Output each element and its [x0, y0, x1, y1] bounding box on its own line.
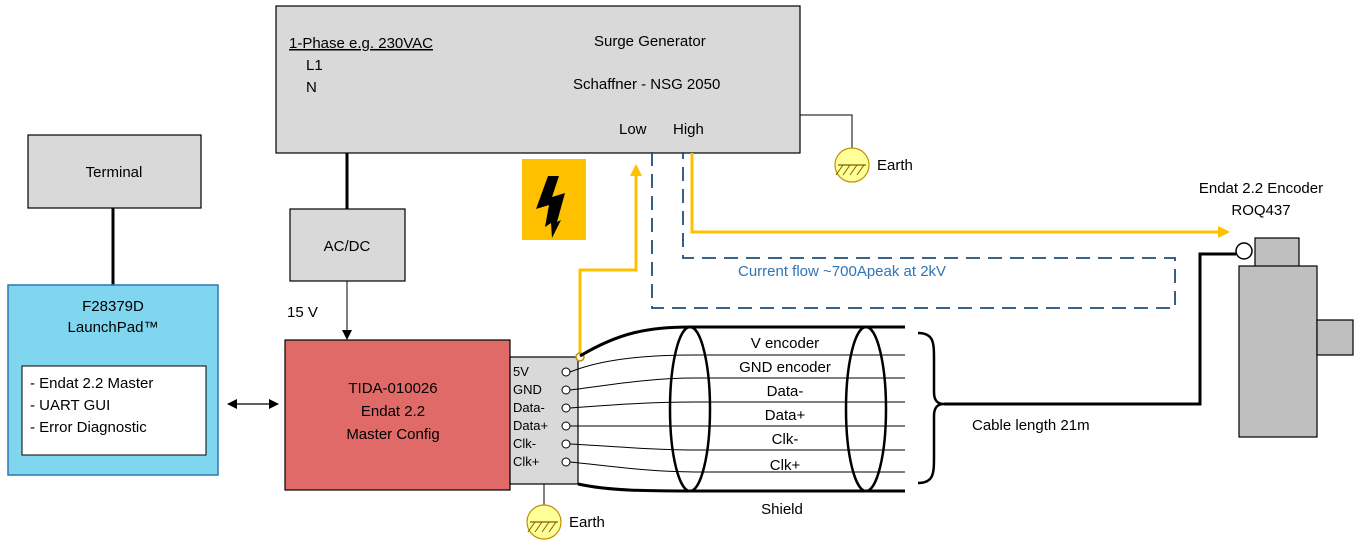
tida-line-2: Endat 2.2	[361, 403, 425, 420]
cable-length-label: Cable length 21m	[972, 417, 1090, 434]
encoder-title-1: Endat 2.2 Encoder	[1199, 180, 1323, 197]
encoder-cable	[944, 252, 1236, 406]
connector-pin	[561, 367, 571, 377]
high-terminal-label: High	[673, 121, 704, 138]
supply-label: 1-Phase e.g. 230VAC	[289, 35, 433, 52]
launchpad-title-1: F28379D	[82, 298, 144, 315]
encoder-shield-terminal	[1235, 242, 1253, 260]
cable-brace	[917, 331, 945, 485]
connector-pins: 5V GND Data- Data+ Clk- Clk+	[513, 364, 571, 469]
shield-label: Shield	[761, 501, 803, 518]
encoder-body	[1235, 237, 1354, 438]
encoder-title-2: ROQ437	[1231, 202, 1290, 219]
connector-pin	[561, 439, 571, 449]
terminal-box	[27, 134, 202, 209]
launchpad-feature: - Endat 2.2 Master	[30, 375, 153, 392]
tida-line-1: TIDA-010026	[348, 380, 437, 397]
launchpad-feature: - Error Diagnostic	[30, 419, 147, 436]
connector-pin	[561, 403, 571, 413]
earth-label-bottom: Earth	[569, 514, 605, 531]
earth-ground-icon	[526, 504, 562, 540]
launchpad-title-2: LaunchPad™	[68, 319, 159, 336]
cable-wires	[569, 354, 905, 473]
surge-return-path	[578, 164, 642, 357]
low-terminal-label: Low	[619, 121, 647, 138]
earth-ground-icon	[834, 147, 870, 183]
connector-pin-label: 5V	[513, 364, 529, 379]
voltage-label: 15 V	[287, 304, 318, 321]
wire-label: Clk-	[772, 431, 799, 448]
cable-jacket-top	[579, 325, 905, 358]
connector-pin-label: GND	[513, 382, 542, 397]
cable-jacket-bottom	[577, 482, 905, 493]
wire-label: Clk+	[770, 457, 801, 474]
surge-generator-model: Schaffner - NSG 2050	[573, 76, 720, 93]
cable-ring-left	[668, 325, 712, 493]
connector-pin	[561, 421, 571, 431]
encoder-shaft	[1316, 319, 1354, 356]
wire-label: Data+	[765, 407, 806, 424]
connector-pin-label: Clk-	[513, 436, 536, 451]
launchpad-feature: - UART GUI	[30, 397, 110, 414]
acdc-label: AC/DC	[324, 238, 371, 255]
surge-injection-path	[690, 153, 1230, 238]
connector-pin	[561, 385, 571, 395]
launchpad-feature-box	[21, 365, 207, 456]
n-label: N	[306, 79, 317, 96]
current-flow-loop	[651, 152, 1176, 309]
tida-board-box	[284, 339, 511, 491]
surge-generator-box	[275, 5, 801, 154]
tida-line-3: Master Config	[346, 426, 439, 443]
encoder-housing	[1238, 265, 1318, 438]
cable-wire-labels: V encoder GND encoder Data- Data+ Clk- C…	[739, 335, 831, 474]
surge-generator-title: Surge Generator	[594, 33, 706, 50]
earth-label-top: Earth	[877, 157, 913, 174]
connector-pin-label: Data-	[513, 400, 545, 415]
current-flow-label: Current flow ~700Apeak at 2kV	[738, 263, 946, 280]
l1-label: L1	[306, 57, 323, 74]
acdc-box	[289, 208, 406, 282]
surge-generator: 1-Phase e.g. 230VAC L1 N Surge Generator…	[275, 5, 801, 154]
terminal-label: Terminal	[86, 164, 143, 181]
high-voltage-icon	[522, 159, 586, 240]
surge-earth-wire	[800, 114, 853, 150]
connector-pin-label: Data+	[513, 418, 548, 433]
encoder-connector-housing	[1254, 237, 1300, 268]
wire-label: V encoder	[751, 335, 819, 352]
cable-ring-right	[844, 325, 888, 493]
connector-pin	[561, 457, 571, 467]
connector-pin-label: Clk+	[513, 454, 539, 469]
wire-label: Data-	[767, 383, 804, 400]
wire-label: GND encoder	[739, 359, 831, 376]
